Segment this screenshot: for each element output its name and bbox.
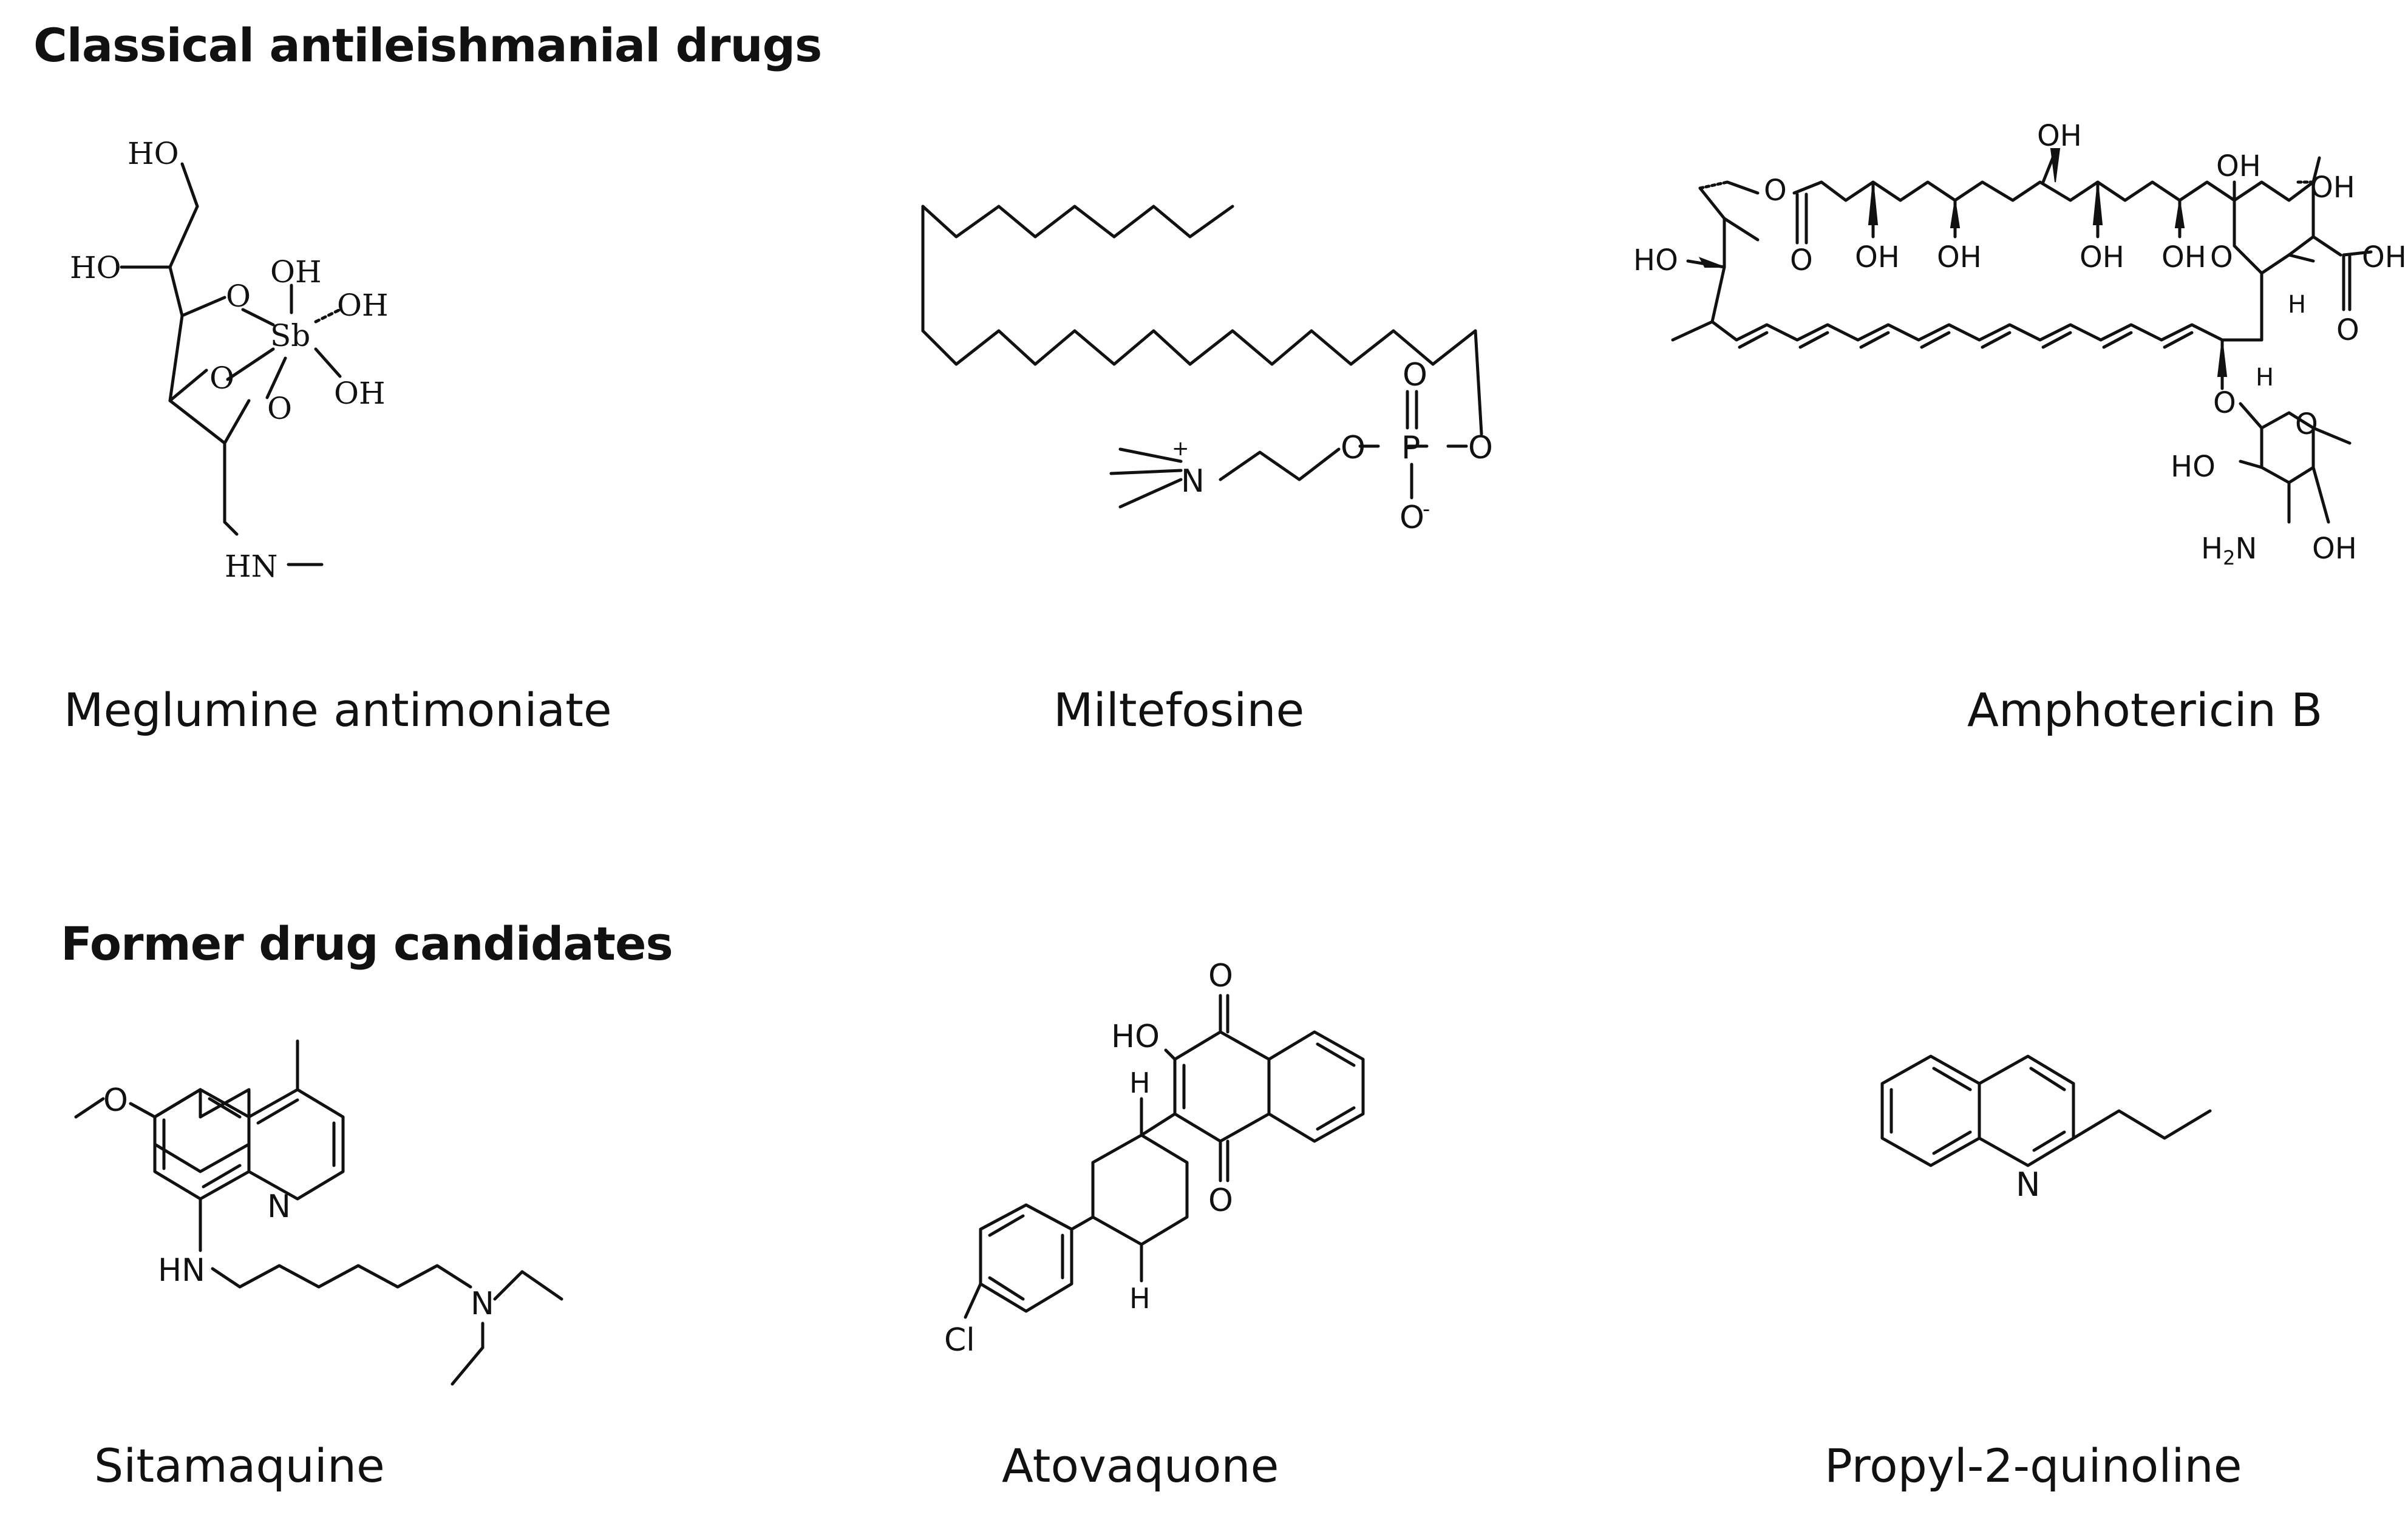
miltefosine-atom-n: N (1181, 463, 1205, 500)
sitamaquine-atom-o: O (103, 1082, 128, 1119)
meglumine-atom-ho1: HO (128, 136, 179, 171)
amphotericin-atom-oh3: OH (2037, 119, 2082, 153)
propylquinoline-atom-n: N (2016, 1165, 2040, 1204)
drug-name-miltefosine: Miltefosine (1053, 683, 1305, 737)
amphotericin-atom-h2n-h: H (2201, 532, 2223, 566)
section-heading-former: Former drug candidates (61, 917, 673, 971)
meglumine-atom-oh2: OH (337, 288, 389, 323)
amphotericin-atom-o-acid: O (2336, 313, 2359, 347)
amphotericin-atom-h2n-sub: 2 (2223, 546, 2235, 569)
meglumine-atom-oh3: OH (334, 376, 386, 411)
meglumine-atom-sb: Sb (270, 318, 310, 353)
miltefosine-atom-plus: + (1172, 436, 1189, 461)
sitamaquine-atom-n-ring: N (267, 1189, 291, 1225)
amphotericin-atom-oh-acid: OH (2362, 240, 2407, 274)
miltefosine-bonds (921, 205, 1483, 509)
drug-name-amphotericin: Amphotericin B (1967, 683, 2323, 737)
drug-name-atovaquone: Atovaquone (1002, 1439, 1279, 1493)
meglumine-atom-o3: O (267, 391, 292, 426)
amphotericin-atom-oh1: OH (1855, 240, 1900, 274)
amphotericin-atom-oh2: OH (1937, 240, 1982, 274)
amphotericin-b-structure: O O HO OH OH OH OH OH OH OH O OH O H O H… (1633, 119, 2407, 569)
atovaquone-atom-cl: Cl (944, 1322, 975, 1359)
atovaquone-atom-h-bottom: H (1129, 1282, 1151, 1315)
sitamaquine-bonds (74, 1039, 563, 1386)
amphotericin-atom-h2: H (2256, 364, 2274, 392)
amphotericin-atom-ho-left: HO (1633, 243, 1678, 277)
amphotericin-atom-o-sugar: O (2295, 407, 2318, 441)
atovaquone-atom-o-bottom: O (1208, 1182, 1233, 1219)
amphotericin-atom-h2n-n: N (2235, 532, 2257, 566)
atovaquone-structure: O HO O H H Cl (944, 958, 1365, 1359)
sitamaquine-structure: O N HN N (74, 1039, 563, 1386)
amphotericin-atom-oh5: OH (2161, 240, 2206, 274)
amphotericin-wedges (1698, 148, 2228, 377)
drug-name-sitamaquine: Sitamaquine (94, 1439, 385, 1493)
drug-name-meglumine: Meglumine antimoniate (64, 683, 612, 737)
amphotericin-atom-o-carbonyl: O (1790, 243, 1813, 277)
atovaquone-atom-o-top: O (1208, 958, 1233, 994)
meglumine-atom-o1: O (226, 279, 251, 314)
atovaquone-atom-h-top: H (1129, 1067, 1151, 1099)
drug-name-propylquinoline: Propyl-2-quinoline (1825, 1439, 2242, 1493)
atovaquone-bonds (964, 994, 1365, 1319)
miltefosine-atom-o2: O (1403, 357, 1427, 393)
miltefosine-atom-o3: O (1468, 430, 1493, 466)
meglumine-atom-o2: O (209, 361, 234, 396)
amphotericin-atom-ho-sugar: HO (2171, 450, 2216, 484)
sitamaquine-atom-hn: HN (158, 1252, 205, 1289)
miltefosine-atom-o1: O (1341, 430, 1366, 466)
meglumine-atom-ho2: HO (70, 250, 121, 285)
miltefosine-atom-ominus: - (1423, 497, 1430, 521)
meglumine-atom-oh1: OH (270, 254, 322, 290)
amphotericin-atom-oh-sugar: OH (2312, 532, 2357, 566)
section-heading-classical: Classical antileishmanial drugs (33, 18, 822, 72)
miltefosine-structure: N + O O P O O - (921, 205, 1493, 536)
meglumine-atom-hn: HN (225, 549, 277, 584)
sitamaquine-atom-n-amine: N (471, 1286, 494, 1322)
amphotericin-atom-h2n: H2N (2201, 532, 2257, 569)
propyl-2-quinoline-structure: N (1880, 1054, 2212, 1204)
propylquinoline-bonds (1880, 1054, 2212, 1167)
amphotericin-atom-o-glyc: O (2213, 386, 2236, 420)
meglumine-bonds (120, 162, 342, 566)
meglumine-antimoniate-structure: HO HO OH OH OH Sb O O O HN (70, 136, 389, 584)
amphotericin-atom-oh7: OH (2310, 171, 2355, 205)
miltefosine-atom-p: P (1401, 430, 1420, 466)
amphotericin-atom-o-ring: O (2210, 240, 2233, 274)
amphotericin-atom-oh4: OH (2080, 240, 2124, 274)
amphotericin-atom-o-ester: O (1764, 174, 1787, 208)
amphotericin-atom-oh6: OH (2216, 149, 2261, 183)
amphotericin-atom-h1: H (2288, 291, 2306, 319)
miltefosine-atom-o4: O (1400, 500, 1424, 536)
atovaquone-atom-ho: HO (1111, 1019, 1160, 1055)
